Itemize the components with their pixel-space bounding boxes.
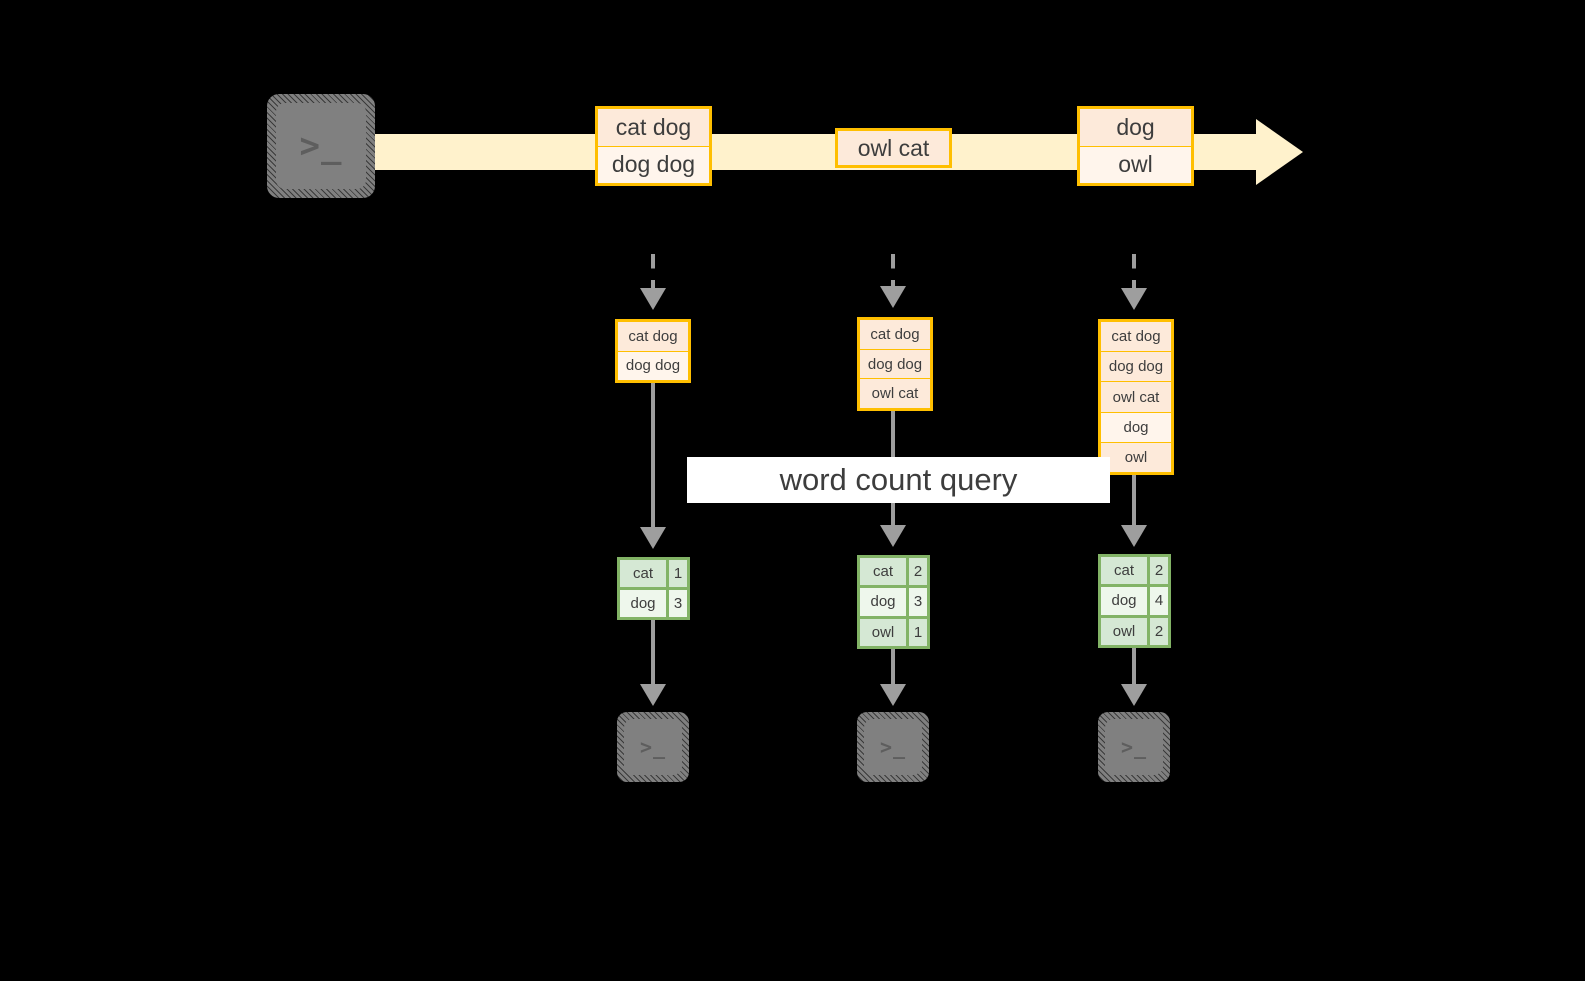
stream-message-3[interactable]: dog owl — [1077, 106, 1194, 186]
table-row: cat 2 — [860, 558, 927, 589]
result-count: 3 — [909, 588, 927, 616]
result-count: 1 — [909, 618, 927, 646]
ingress-connector-1 — [651, 254, 655, 294]
log-line: dog dog — [1101, 352, 1171, 383]
result-count: 3 — [669, 590, 687, 617]
ingress-arrow-head-icon-3 — [1121, 288, 1147, 310]
table-row: dog 4 — [1101, 587, 1168, 618]
sink-arrow-head-icon-2 — [880, 684, 906, 706]
sink-arrow-head-icon-3 — [1121, 684, 1147, 706]
log-line: cat dog — [860, 320, 930, 350]
sink-terminal-icon-3[interactable]: >_ — [1098, 712, 1170, 782]
terminal-screen — [1105, 719, 1163, 775]
stream-message-2[interactable]: owl cat — [835, 128, 952, 168]
terminal-screen — [276, 103, 366, 189]
log-line: dog dog — [860, 349, 930, 380]
table-row: cat 1 — [620, 560, 687, 590]
sink-terminal-icon-2[interactable]: >_ — [857, 712, 929, 782]
result-word: cat — [860, 558, 909, 586]
accumulated-log-1[interactable]: cat dog dog dog — [615, 319, 691, 383]
terminal-prompt-glyph: >_ — [1120, 735, 1148, 759]
source-terminal-icon[interactable]: >_ — [267, 94, 375, 198]
result-count: 2 — [1150, 617, 1168, 645]
table-row: owl 1 — [860, 618, 927, 646]
result-count: 1 — [669, 560, 687, 587]
message-line: cat dog — [598, 109, 709, 147]
ingress-arrow-head-icon-1 — [640, 288, 666, 310]
result-table-3[interactable]: cat 2 dog 4 owl 2 — [1098, 554, 1171, 648]
result-word: dog — [860, 588, 909, 616]
sink-connector-1 — [651, 620, 655, 690]
result-count: 2 — [909, 558, 927, 586]
result-count: 4 — [1150, 587, 1168, 615]
log-line: cat dog — [618, 322, 688, 352]
sink-connector-2 — [891, 649, 895, 690]
table-row: cat 2 — [1101, 557, 1168, 588]
log-line: dog dog — [618, 351, 688, 380]
accumulated-log-2[interactable]: cat dog dog dog owl cat — [857, 317, 933, 411]
query-banner: word count query — [687, 457, 1110, 503]
table-row: dog 3 — [860, 588, 927, 619]
sink-connector-3 — [1132, 648, 1136, 690]
stream-message-1[interactable]: cat dog dog dog — [595, 106, 712, 186]
terminal-prompt-glyph: >_ — [639, 735, 667, 759]
result-word: owl — [860, 618, 909, 646]
log-line: owl cat — [860, 379, 930, 409]
ingress-connector-2 — [891, 254, 895, 292]
message-line: dog — [1080, 109, 1191, 147]
log-line: owl cat — [1101, 382, 1171, 413]
terminal-prompt-glyph: >_ — [879, 735, 907, 759]
result-table-1[interactable]: cat 1 dog 3 — [617, 557, 690, 620]
message-line: owl — [1080, 146, 1191, 183]
sink-arrow-head-icon-1 — [640, 684, 666, 706]
message-line: owl cat — [838, 131, 949, 165]
query-arrow-head-icon-1 — [640, 527, 666, 549]
log-line: dog — [1101, 412, 1171, 443]
result-word: owl — [1101, 617, 1150, 645]
log-line: owl — [1101, 442, 1171, 473]
query-connector-1 — [651, 383, 655, 533]
table-row: dog 3 — [620, 590, 687, 617]
accumulated-log-3[interactable]: cat dog dog dog owl cat dog owl — [1098, 319, 1174, 475]
result-count: 2 — [1150, 557, 1168, 585]
stream-arrow-head-icon — [1256, 119, 1303, 185]
query-arrow-head-icon-2 — [880, 525, 906, 547]
terminal-screen — [624, 719, 682, 775]
message-line: dog dog — [598, 146, 709, 183]
sink-terminal-icon-1[interactable]: >_ — [617, 712, 689, 782]
result-word: cat — [1101, 557, 1150, 585]
result-word: dog — [620, 590, 669, 617]
query-arrow-head-icon-3 — [1121, 525, 1147, 547]
result-table-2[interactable]: cat 2 dog 3 owl 1 — [857, 555, 930, 649]
table-row: owl 2 — [1101, 617, 1168, 645]
terminal-screen — [864, 719, 922, 775]
log-line: cat dog — [1101, 322, 1171, 353]
result-word: dog — [1101, 587, 1150, 615]
query-banner-label: word count query — [779, 462, 1018, 497]
result-word: cat — [620, 560, 669, 587]
terminal-prompt-glyph: >_ — [299, 126, 343, 166]
query-connector-3 — [1132, 475, 1136, 531]
ingress-arrow-head-icon-2 — [880, 286, 906, 308]
ingress-connector-3 — [1132, 254, 1136, 294]
